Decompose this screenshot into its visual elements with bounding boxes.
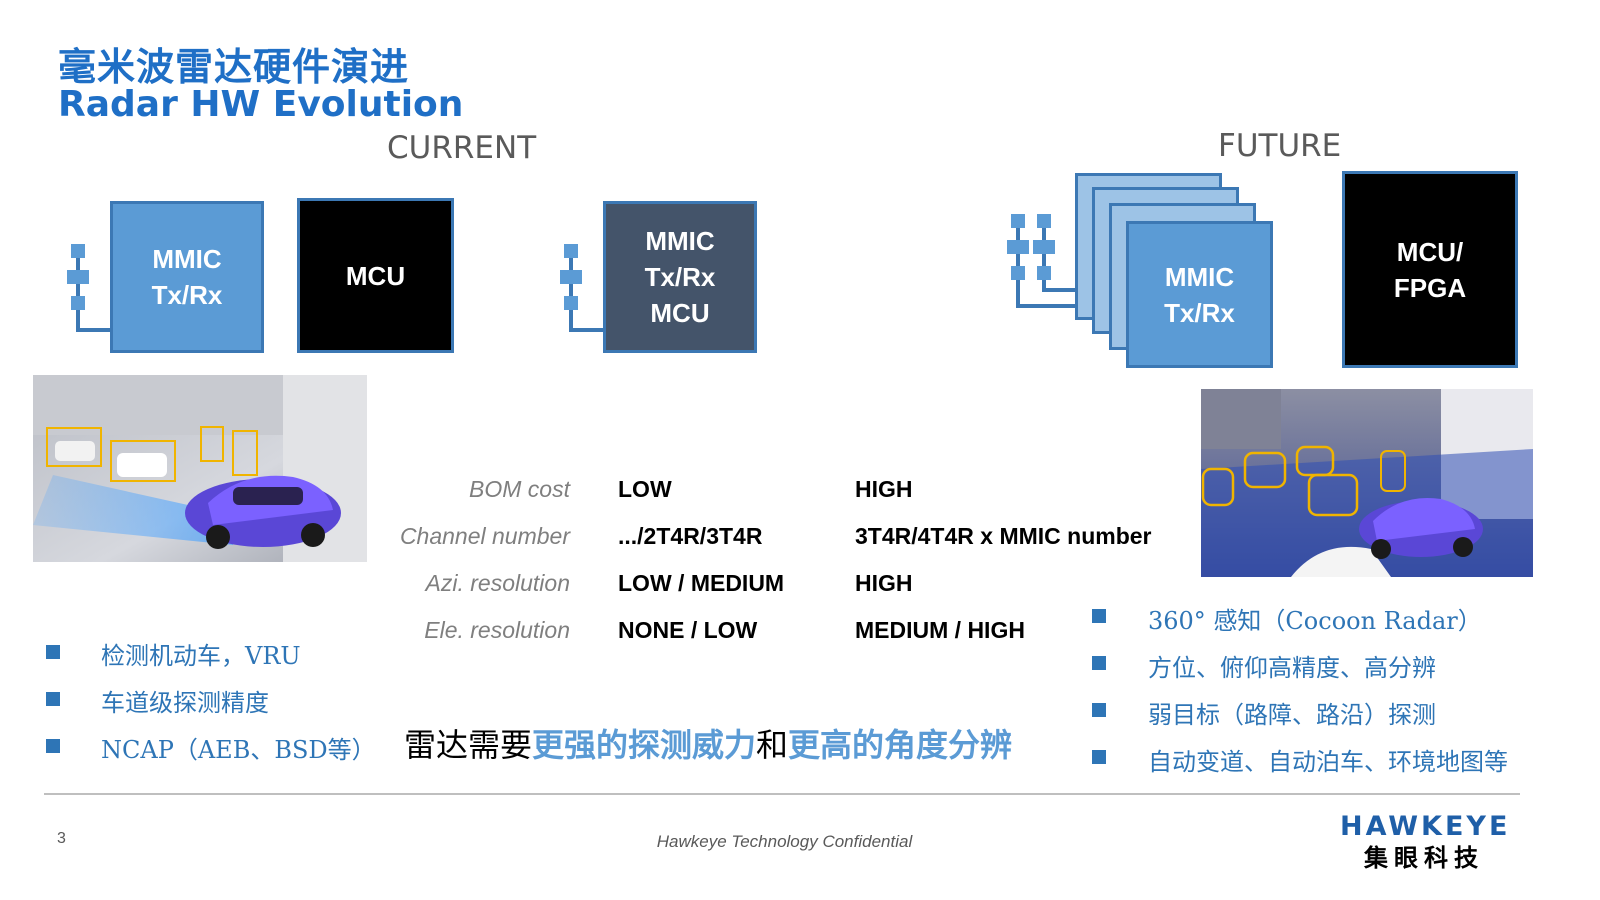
soc-mcu-label: MCU [650,298,710,328]
soc-mmic-label: MMIC [645,226,715,256]
bullet-square-icon [46,739,60,753]
row-future-ele: MEDIUM / HIGH [855,617,1025,643]
mcu-fpga-label-1: MCU/ [1396,236,1464,267]
row-label-bom: BOM cost [469,476,570,502]
row-current-bom: LOW [618,476,672,502]
mmic-label: MMIC [152,244,222,274]
future-header: FUTURE [1218,128,1342,164]
company-logo-cn: 集眼科技 [1364,844,1484,872]
row-label-channel: Channel number [399,523,570,549]
right-bullet-item: 方位、俯仰高精度、高分辨 [1148,654,1436,682]
page-title-en: Radar HW Evolution [58,84,464,125]
antenna-icon [67,244,114,332]
row-current-channel: .../2T4R/3T4R [618,523,763,549]
company-logo-en: HAWKEYE [1340,811,1511,842]
left-bullet-item: 检测机动车，VRU [101,642,301,670]
future-txrx-label: Tx/Rx [1164,297,1235,328]
callout-statement: 雷达需要更强的探测威力和更高的角度分辨 [404,720,1012,766]
bullet-square-icon [1092,656,1106,670]
footer-divider [44,793,1520,795]
bullet-square-icon [1092,703,1106,717]
row-future-channel: 3T4R/4T4R x MMIC number [855,523,1152,549]
bullet-square-icon [1092,609,1106,623]
left-bullet-item: NCAP（AEB、BSD等） [101,736,376,764]
row-label-ele: Ele. resolution [424,617,570,643]
soc-txrx-label: Tx/Rx [644,262,716,292]
soc-box: MMIC Tx/Rx MCU [603,201,757,353]
mmic-box: MMIC Tx/Rx [110,201,264,353]
row-future-azi: HIGH [855,570,913,596]
callout-part-2: 和 [756,726,789,764]
left-bullet-item: 车道级探测精度 [101,689,269,717]
mcu-fpga-label-2: FPGA [1393,272,1467,303]
page-number: 3 [57,830,66,847]
callout-part-1: 雷达需要 [404,726,533,764]
bullet-square-icon [46,692,60,706]
future-mmic-box: MMIC Tx/Rx [1126,221,1273,368]
row-future-bom: HIGH [855,476,913,502]
row-label-azi: Azi. resolution [425,570,570,596]
right-bullet-item: 360° 感知（Cocoon Radar） [1148,607,1482,635]
callout-highlight-2: 更高的角度分辨 [788,726,1013,764]
mcu-fpga-box: MCU/ FPGA [1342,171,1518,368]
bullet-square-icon [1092,750,1106,764]
callout-highlight-1: 更强的探测威力 [532,726,757,764]
future-radar-scene-image [1201,389,1533,577]
mcu-label: MCU [345,260,406,291]
current-header: CURRENT [387,130,537,166]
antenna-icon [560,244,607,332]
confidential-note: Hawkeye Technology Confidential [656,832,913,851]
row-current-azi: LOW / MEDIUM [618,570,785,596]
row-current-ele: NONE / LOW [618,617,758,643]
page-title-cn: 毫米波雷达硬件演进 [58,45,410,89]
mcu-box: MCU [297,198,454,353]
bullet-square-icon [46,645,60,659]
right-bullet-item: 弱目标（路障、路沿）探测 [1148,701,1436,729]
txrx-label: Tx/Rx [151,280,223,310]
future-mmic-label: MMIC [1164,261,1235,292]
current-radar-scene-image [33,375,367,562]
right-bullet-item: 自动变道、自动泊车、环境地图等 [1148,748,1508,776]
